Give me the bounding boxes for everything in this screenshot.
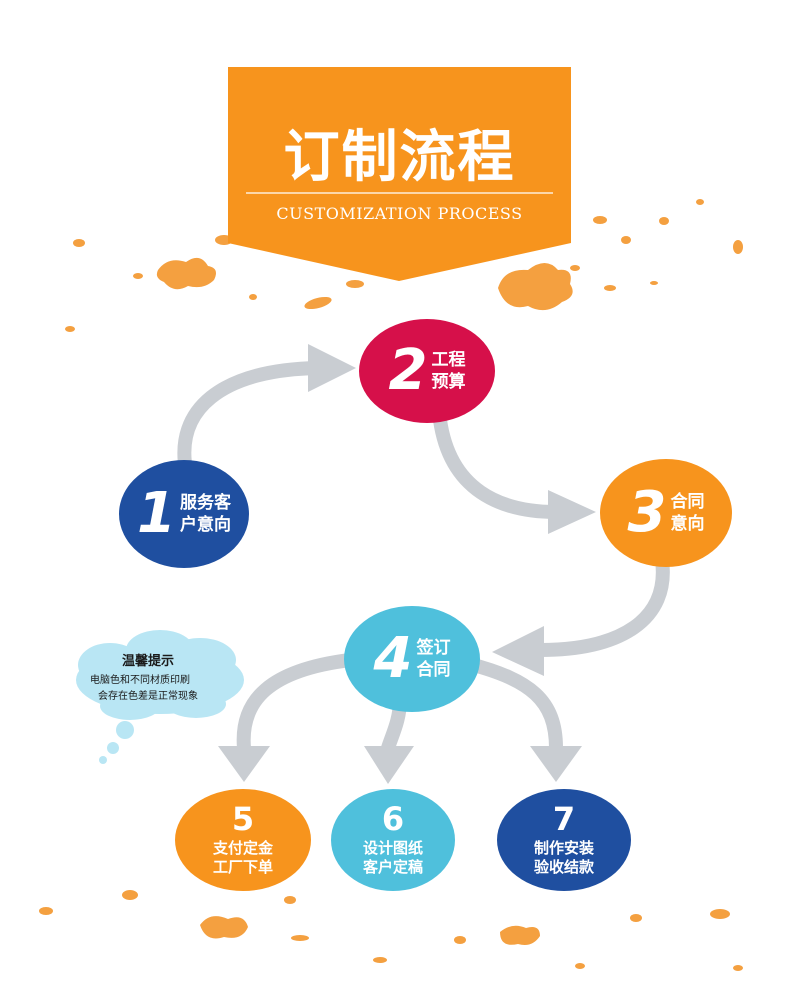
arrow-1-to-2 (177, 361, 319, 472)
step-3-label: 合同意向 (670, 492, 705, 534)
arrowhead-4 (492, 626, 544, 676)
step-2-number: 2 (388, 338, 428, 403)
title-banner-shape (228, 67, 571, 281)
step-2-label: 工程预算 (431, 350, 466, 392)
step-1-number: 1 (137, 481, 176, 546)
step-5-label: 支付定金工厂下单 (212, 839, 273, 876)
arrow-3-to-4 (539, 559, 670, 657)
paint-splashes (39, 199, 743, 971)
arrowhead-5 (218, 746, 270, 782)
step-4-node: 4 签订合同 (344, 606, 480, 712)
arrow-2-to-3 (433, 418, 557, 519)
step-3-node: 3 合同意向 (600, 459, 732, 567)
tip-title: 温馨提示 (122, 654, 175, 669)
tip-cloud (76, 630, 244, 764)
arrow-4-to-5 (236, 653, 351, 749)
arrowhead-3 (548, 490, 596, 534)
arrow-heads (218, 344, 596, 784)
page-title: 订制流程 (283, 125, 516, 190)
arrow-4-to-7 (468, 657, 563, 749)
step-7-label: 制作安装验收结款 (533, 839, 594, 876)
step-5-node: 5 支付定金工厂下单 (175, 789, 311, 891)
step-7-node: 7 制作安装验收结款 (497, 789, 631, 891)
step-1-node: 1 服务客户意向 (119, 460, 249, 568)
arrowhead-6 (364, 746, 414, 784)
step-2-node: 2 工程预算 (359, 319, 495, 423)
flow-arrows (177, 361, 670, 751)
title-banner: 订制流程 CUSTOMIZATION PROCESS (228, 67, 571, 281)
step-6-node: 6 设计图纸客户定稿 (331, 789, 455, 891)
tip-line-1: 电脑色和不同材质印刷 (90, 675, 190, 686)
arrowhead-7 (530, 746, 582, 782)
step-7-number: 7 (552, 800, 576, 838)
step-4-number: 4 (373, 626, 413, 691)
step-5-number: 5 (231, 800, 255, 838)
tip-line-2: 会存在色差是正常现象 (98, 691, 198, 702)
step-1-label: 服务客户意向 (179, 493, 231, 535)
page-subtitle: CUSTOMIZATION PROCESS (276, 204, 523, 223)
arrowhead-2 (308, 344, 356, 392)
step-3-number: 3 (627, 480, 667, 545)
step-6-number: 6 (381, 800, 405, 838)
step-6-label: 设计图纸客户定稿 (362, 839, 423, 876)
step-4-label: 签订合同 (416, 638, 451, 680)
